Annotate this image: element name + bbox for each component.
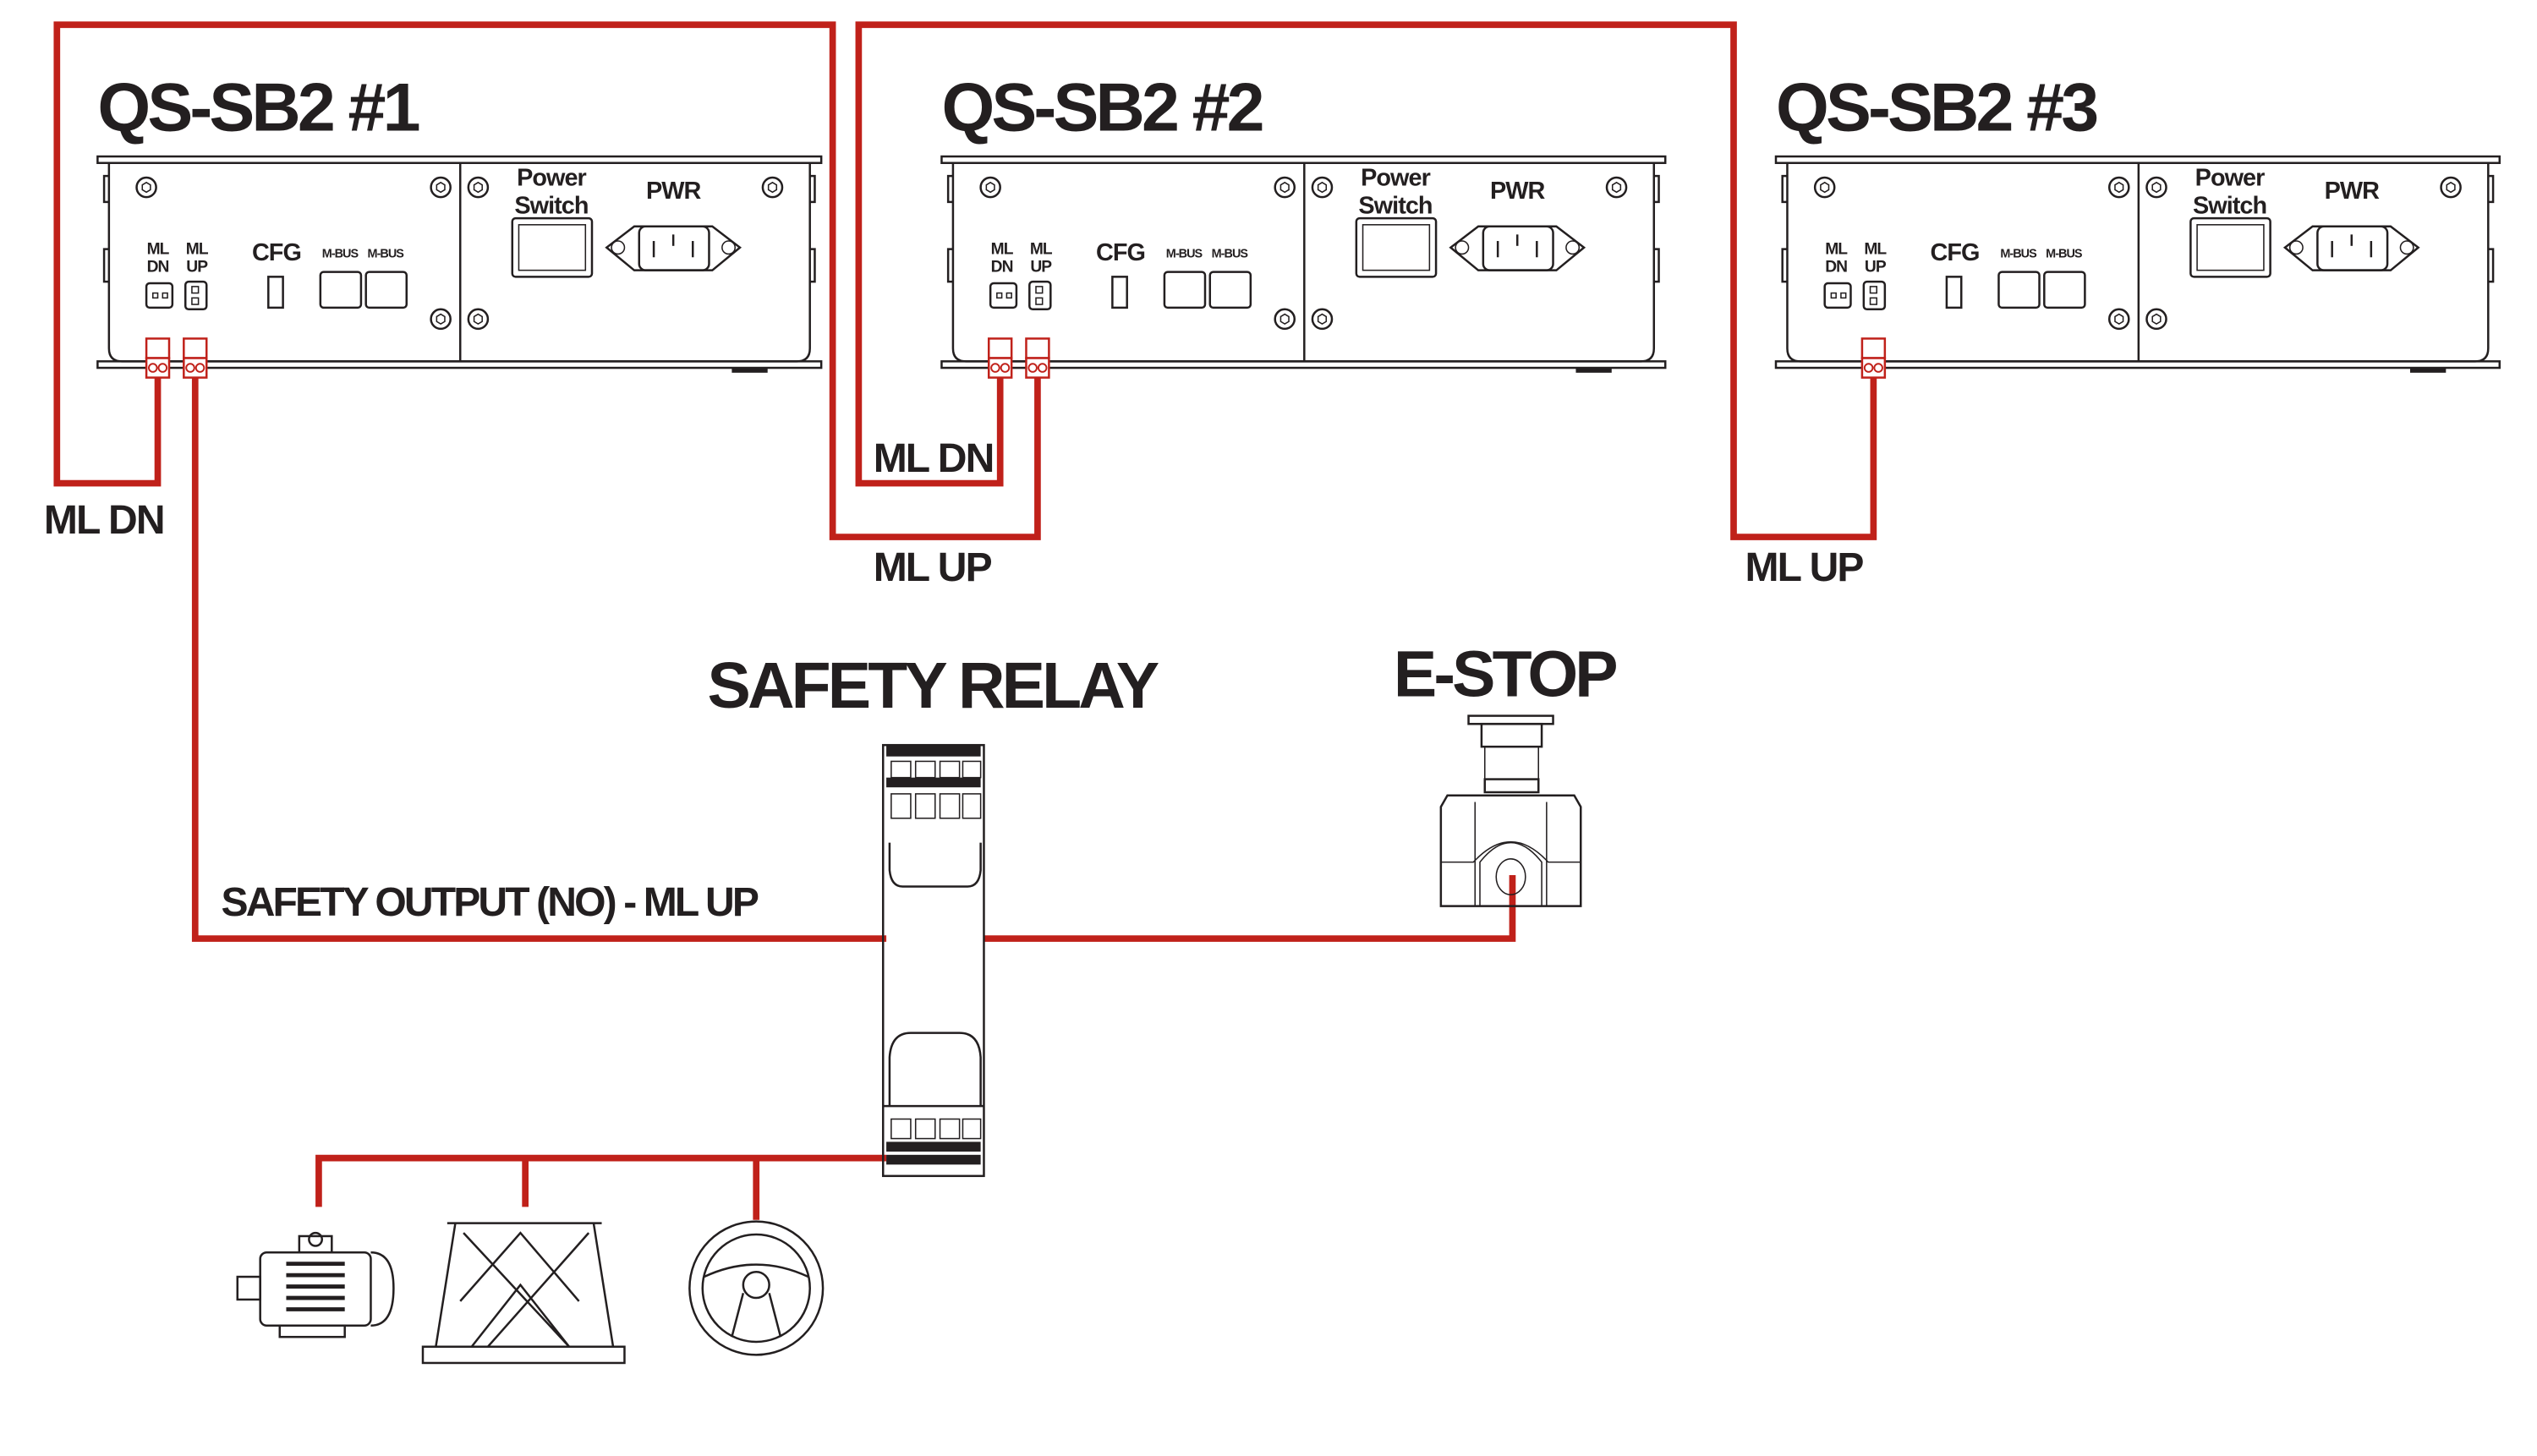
power-label: Power bbox=[2195, 165, 2265, 192]
ml-up-label-ml: ML bbox=[1864, 240, 1887, 258]
unit-2: QS-SB2 #2 bbox=[941, 69, 1665, 379]
ml-up-label-up: UP bbox=[1030, 259, 1052, 276]
mbus-label-2: M-BUS bbox=[368, 247, 405, 260]
power-label: Power bbox=[1361, 165, 1430, 192]
pwr-label: PWR bbox=[1490, 178, 1546, 205]
ml-dn-label-dn: DN bbox=[1825, 259, 1847, 276]
switch-label: Switch bbox=[1358, 192, 1432, 219]
unit-title: QS-SB2 #2 bbox=[941, 69, 1262, 145]
ml-dn-label-dn: DN bbox=[991, 259, 1013, 276]
label-unit2-ml-up: ML UP bbox=[874, 545, 992, 590]
label-unit2-ml-dn: ML DN bbox=[874, 435, 994, 481]
wire-safety-output bbox=[191, 368, 887, 942]
motor-icon bbox=[236, 1231, 395, 1338]
ml-up-label-up: UP bbox=[1865, 259, 1887, 276]
unit-title: QS-SB2 #1 bbox=[97, 69, 419, 145]
scissor-lift-icon bbox=[421, 1222, 626, 1365]
label-safety-output: SAFETY OUTPUT (NO) - ML UP bbox=[222, 879, 759, 925]
ml-up-label-ml: ML bbox=[1030, 240, 1053, 258]
power-label: Power bbox=[517, 165, 586, 192]
wire-loads bbox=[315, 1154, 887, 1220]
mbus-label-2: M-BUS bbox=[2046, 247, 2083, 260]
switch-label: Switch bbox=[2193, 192, 2266, 219]
unit-1: QS-SB2 #1 bbox=[97, 69, 821, 379]
steering-wheel-icon bbox=[688, 1220, 825, 1356]
wire-unit1-ml-dn bbox=[53, 21, 1041, 540]
ml-dn-label-dn: DN bbox=[147, 259, 169, 276]
cfg-label: CFG bbox=[1096, 239, 1145, 266]
unit-3: QS-SB2 #3 bbox=[1776, 69, 2500, 379]
wires bbox=[53, 21, 1877, 1220]
pwr-label: PWR bbox=[2325, 178, 2381, 205]
safety-relay-icon bbox=[881, 743, 985, 1178]
label-unit1-ml-dn: ML DN bbox=[44, 497, 164, 543]
mbus-label-1: M-BUS bbox=[1166, 247, 1203, 260]
ml-dn-label-ml: ML bbox=[991, 240, 1014, 258]
label-unit3-ml-up: ML UP bbox=[1745, 545, 1863, 590]
cfg-label: CFG bbox=[1931, 239, 1980, 266]
ml-dn-label-ml: ML bbox=[147, 240, 170, 258]
safety-relay-title: SAFETY RELAY bbox=[708, 649, 1159, 722]
estop-title: E-STOP bbox=[1394, 638, 1616, 711]
estop-icon bbox=[1439, 714, 1582, 907]
ml-up-label-ml: ML bbox=[186, 240, 209, 258]
mbus-label-1: M-BUS bbox=[2000, 247, 2037, 260]
ml-up-label-up: UP bbox=[186, 259, 208, 276]
wire-estop bbox=[984, 875, 1516, 942]
cfg-label: CFG bbox=[252, 239, 301, 266]
mbus-label-2: M-BUS bbox=[1212, 247, 1249, 260]
ml-dn-label-ml: ML bbox=[1825, 240, 1848, 258]
unit-title: QS-SB2 #3 bbox=[1776, 69, 2096, 145]
pwr-label: PWR bbox=[646, 178, 702, 205]
switch-label: Switch bbox=[514, 192, 588, 219]
wire-unit2-ml-dn bbox=[855, 21, 1877, 540]
mbus-label-1: M-BUS bbox=[322, 247, 359, 260]
